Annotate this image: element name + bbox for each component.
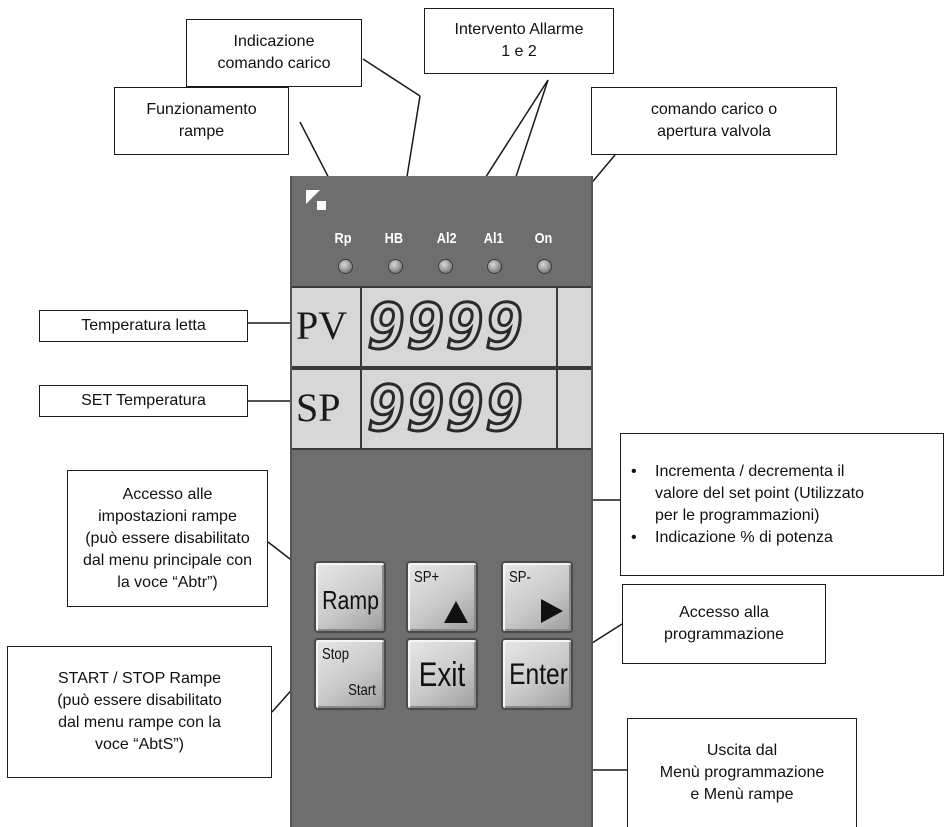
led-on	[537, 259, 552, 274]
ramp-button[interactable]: Ramp	[314, 561, 386, 633]
leader-hb	[362, 58, 421, 97]
callout-line: 1 e 2	[501, 43, 537, 60]
sp-display: SP 9999	[292, 368, 591, 450]
exit-button-label: Exit	[418, 656, 466, 694]
callout-line: la voce “Abtr”)	[117, 573, 218, 591]
bullet-item: • Incrementa / decrementa il valore del …	[631, 461, 864, 527]
callout-uscita: Uscita dal Menù programmazione e Menù ra…	[627, 718, 857, 827]
callout-line: valore del set point (Utilizzato	[655, 484, 864, 502]
controller-panel: Rp HB Al2 Al1 On PV 9999 SP 9999 Ramp SP…	[290, 176, 593, 827]
pv-label: PV	[296, 303, 348, 348]
callout-accesso-programmazione: Accesso alla programmazione	[622, 584, 826, 664]
bullet: •	[631, 462, 637, 480]
callout-line: (può essere disabilitato	[85, 529, 250, 547]
start-label: Start	[348, 682, 376, 699]
callout-line: START / STOP Rampe	[57, 670, 222, 687]
sp-minus-label: SP-	[509, 569, 531, 586]
callout-line: dal menu rampe con la	[58, 714, 221, 731]
callout-line: comando carico	[217, 55, 331, 72]
callout-set-temperatura: SET Temperatura	[39, 385, 248, 417]
callout-start-stop: START / STOP Rampe (può essere disabilit…	[7, 646, 272, 778]
led-hb	[388, 259, 403, 274]
exit-button[interactable]: Exit	[406, 638, 478, 710]
callout-line: Intervento Allarme	[454, 21, 584, 38]
callout-comando-carico: comando carico o apertura valvola	[591, 87, 837, 155]
ramp-button-label: Ramp	[322, 585, 379, 615]
callout-line: rampe	[178, 123, 225, 140]
callout-line: Uscita dal	[706, 742, 778, 759]
arrow-right-icon	[541, 599, 563, 623]
callout-line: (può essere disabilitato	[57, 692, 222, 709]
sp-label: SP	[296, 385, 341, 430]
callout-temperatura-letta: Temperatura letta	[39, 310, 248, 342]
callout-line: voce “AbtS”)	[95, 736, 184, 753]
callout-line: Accesso alla	[679, 604, 769, 621]
led-label-rp: Rp	[334, 230, 352, 247]
led-label-al2: Al2	[436, 230, 457, 247]
stop-label: Stop	[322, 646, 349, 663]
callout-line: comando carico o	[650, 101, 778, 118]
led-label-al1: Al1	[483, 230, 504, 247]
callout-indicazione-comando: Indicazione comando carico	[186, 19, 362, 87]
arrow-up-icon	[444, 601, 468, 623]
led-al1	[487, 259, 502, 274]
callout-line: Indicazione	[233, 33, 315, 50]
callout-line: Menù programmazione	[659, 764, 825, 781]
callout-line: e Menù rampe	[690, 786, 794, 803]
pv-window: 9999	[360, 288, 558, 366]
stop-start-button[interactable]: Stop Start	[314, 638, 386, 710]
sp-plus-label: SP+	[414, 569, 440, 586]
bullet: •	[631, 528, 637, 546]
callout-line: dal menu principale con	[83, 551, 252, 569]
callout-line: Funzionamento	[146, 101, 257, 118]
callout-line: per le programmazioni)	[655, 506, 820, 524]
brand-logo-icon	[306, 190, 326, 210]
callout-line: SET Temperatura	[81, 392, 206, 409]
led-label-on: On	[534, 230, 553, 247]
callout-funzionamento-rampe: Funzionamento rampe	[114, 87, 289, 155]
callout-line: impostazioni rampe	[98, 507, 237, 525]
led-rp	[338, 259, 353, 274]
led-label-hb: HB	[384, 230, 404, 247]
led-al2	[438, 259, 453, 274]
callout-intervento-allarme: Intervento Allarme 1 e 2	[424, 8, 614, 74]
sp-plus-button[interactable]: SP+	[406, 561, 478, 633]
sp-window: 9999	[360, 370, 558, 448]
pv-display: PV 9999	[292, 286, 591, 368]
pv-value: 9999	[366, 290, 526, 363]
callout-line: Accesso alle	[122, 485, 213, 503]
callout-line: programmazione	[663, 626, 785, 643]
callout-line: Indicazione % di potenza	[655, 528, 833, 546]
enter-button[interactable]: Enter	[501, 638, 573, 710]
callout-line: Temperatura letta	[81, 317, 206, 334]
sp-minus-button[interactable]: SP-	[501, 561, 573, 633]
sp-value: 9999	[366, 372, 526, 445]
enter-button-label: Enter	[509, 658, 568, 691]
callout-accesso-rampe: Accesso alle impostazioni rampe (può ess…	[67, 470, 268, 607]
callout-line: Incrementa / decrementa il	[655, 462, 845, 480]
bullet-item: • Indicazione % di potenza	[631, 527, 833, 549]
callout-incrementa: • Incrementa / decrementa il valore del …	[620, 433, 944, 576]
callout-line: apertura valvola	[657, 123, 771, 140]
